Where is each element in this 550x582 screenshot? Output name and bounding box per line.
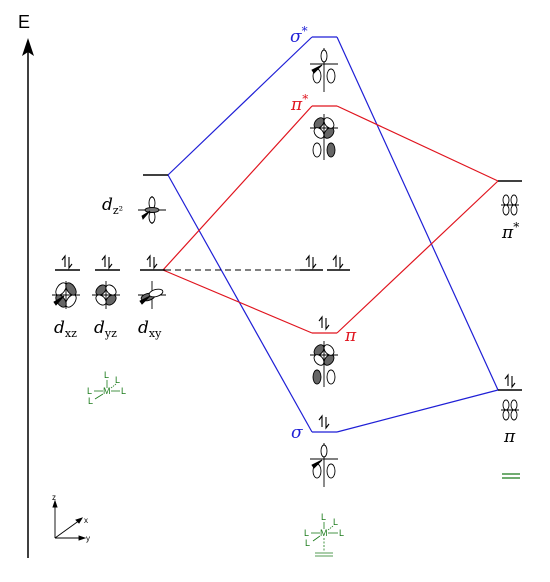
electron-pair-sigma <box>318 414 330 430</box>
complex-left-metal: M <box>103 386 111 396</box>
ligand-levels <box>498 180 522 391</box>
complex-bottom-l-back: L <box>333 517 338 527</box>
ligand-labels: π* π <box>501 220 519 447</box>
sigma-star-label: σ* <box>290 24 308 47</box>
dxz-orbital-icon <box>52 281 80 309</box>
pi-star-label: π* <box>290 92 308 115</box>
axis-arrow-icon <box>22 38 34 56</box>
dyz-label: dyz <box>94 318 117 340</box>
sigma-label: σ <box>291 423 303 443</box>
dz2-label: dz² <box>102 195 123 217</box>
ligand-pi-label: π <box>503 427 516 447</box>
dyz-orbital-icon <box>92 281 120 309</box>
ligand-pi-star-label: π* <box>501 220 519 243</box>
metal-levels <box>55 174 168 271</box>
pi-label: π <box>344 326 357 346</box>
pi-orbital-icon <box>310 341 338 387</box>
electron-pairs <box>61 254 516 430</box>
ligand-double-bond-icon <box>502 473 520 479</box>
axes-legend-z: z <box>52 493 56 502</box>
energy-axis-label: E <box>18 12 30 32</box>
dz2-orbital-icon <box>138 196 166 224</box>
electron-pair-ligand-pi <box>504 373 516 389</box>
complex-bottom-l-left: L <box>304 528 309 538</box>
complex-bottom-l-top: L <box>321 512 326 522</box>
electron-pair-nb1 <box>305 254 317 270</box>
electron-pair-dxz <box>61 254 73 270</box>
complex-bottom-metal: M <box>320 528 328 538</box>
d-orbital-labels: dz² dxz dyz dxy <box>54 195 162 340</box>
complex-bottom-l-bottom: L <box>305 538 310 548</box>
dxy-label: dxy <box>138 318 162 340</box>
ligand-pi-orbital-icon <box>501 399 519 421</box>
electron-pair-dyz <box>101 254 113 270</box>
electron-pair-pi <box>318 315 330 331</box>
complex-bottom-l-right: L <box>339 528 344 538</box>
complex-left-l-left: L <box>87 386 92 396</box>
sigma-correlation-lines <box>167 36 499 433</box>
axes-legend-x: x <box>84 516 88 525</box>
axes-legend-icon: z x y <box>52 493 90 543</box>
electron-pair-nb2 <box>332 254 344 270</box>
complex-left-l-bottom: L <box>88 396 93 406</box>
pi-star-orbital-icon <box>310 114 338 160</box>
energy-axis: E <box>18 12 34 558</box>
axes-legend-y: y <box>86 534 90 543</box>
complex-left-icon: L L M L L L <box>87 370 126 406</box>
sigma-orbital-icon <box>310 443 338 487</box>
dxz-label: dxz <box>54 318 77 340</box>
complex-left-l-back: L <box>115 375 120 385</box>
sigma-star-orbital-icon <box>310 48 338 92</box>
complex-bottom-icon: L L M L L L <box>304 512 344 557</box>
orbital-pictograms <box>52 48 519 487</box>
complex-left-l-top: L <box>104 370 109 380</box>
mo-labels: σ* π* π σ <box>290 24 357 443</box>
electron-pair-dxy <box>146 254 158 270</box>
ligand-pi-star-orbital-icon <box>501 194 519 216</box>
pi-correlation-lines <box>162 105 499 334</box>
dxy-orbital-icon <box>138 281 166 309</box>
complex-left-l-right: L <box>121 386 126 396</box>
